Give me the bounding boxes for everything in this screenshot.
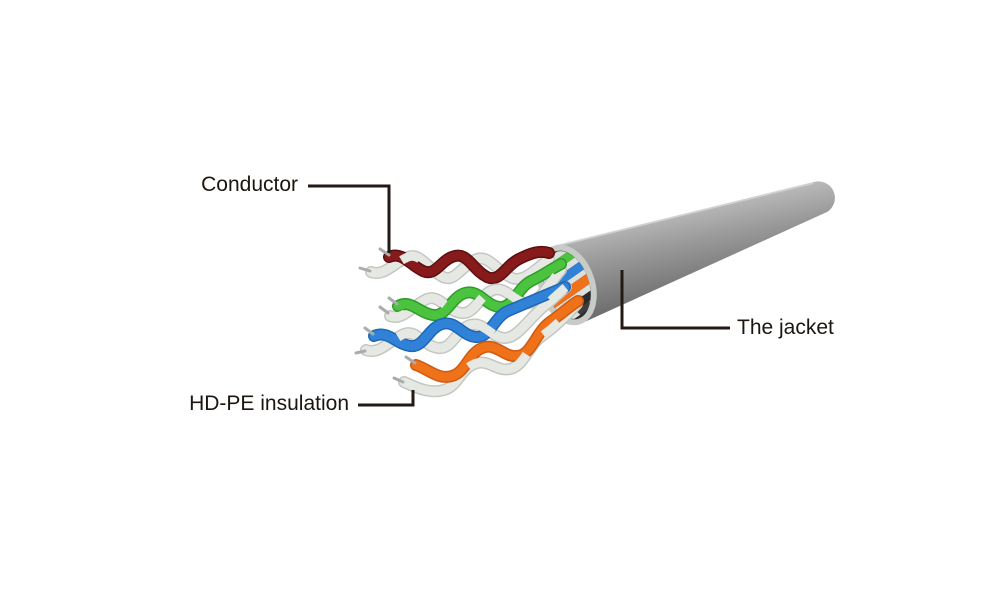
white-wire-overlap — [369, 251, 552, 284]
insulation-leader-line — [358, 390, 415, 407]
conductor-pin — [363, 326, 375, 336]
white-wire-overlap — [402, 300, 581, 396]
conductor-pin — [404, 355, 417, 365]
twisted-pair-blue — [360, 281, 572, 357]
conductor-pin — [378, 247, 391, 257]
leader-lines — [308, 184, 730, 407]
white-wire-overlap — [364, 283, 569, 356]
jacket-leader-line — [620, 270, 730, 330]
blue-wire — [369, 282, 570, 351]
conductor-pin — [358, 266, 372, 273]
maroon-wire — [384, 247, 554, 283]
conductor-pins — [354, 247, 417, 384]
jacket-label: The jacket — [737, 316, 834, 339]
insulation-label: HD-PE insulation — [189, 392, 349, 415]
conductor-pin — [378, 305, 390, 315]
twisted-pair-maroon — [365, 245, 555, 285]
jacket-top-highlight — [555, 182, 814, 247]
conductor-pin — [354, 349, 367, 355]
orange-wire — [411, 296, 583, 382]
conductor-label: Conductor — [201, 173, 298, 196]
twisted-pair-orange — [398, 295, 584, 398]
white-wire-overlap — [388, 266, 565, 322]
conductor-leader-line — [308, 184, 391, 253]
conductor-pin — [387, 296, 399, 306]
conductor-pin — [392, 376, 405, 384]
